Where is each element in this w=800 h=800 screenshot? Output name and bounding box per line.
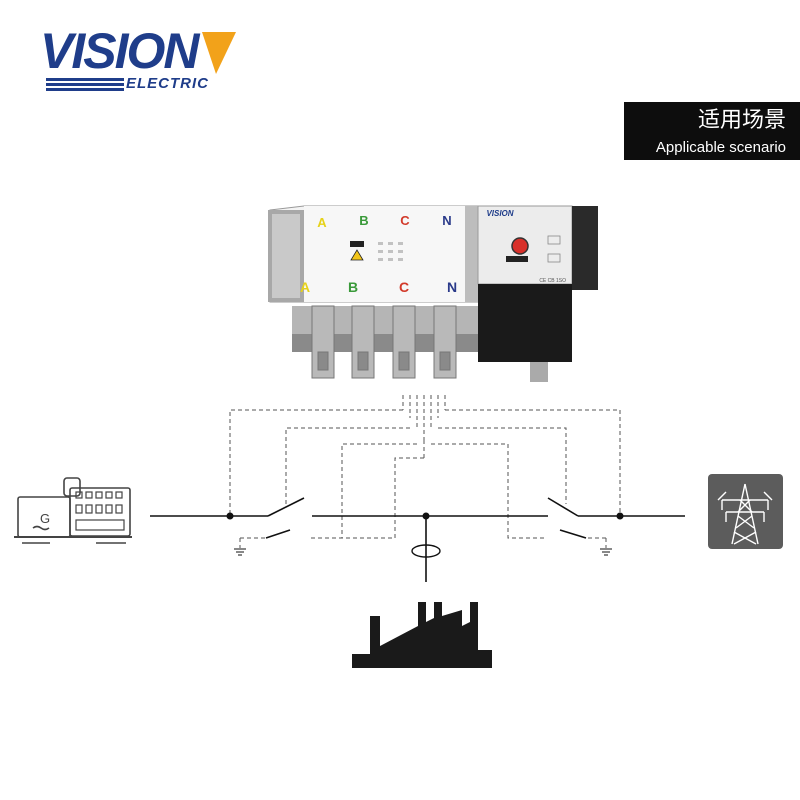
phase-label-top: A — [317, 215, 327, 230]
phase-label-bottom: A — [300, 279, 310, 295]
scenario-title-cn: 适用场景 — [697, 108, 786, 133]
logo-subtitle-text: ELECTRIC — [126, 75, 209, 92]
power-tower-icon — [708, 474, 783, 549]
phase-label-bottom: N — [447, 279, 457, 295]
phase-label-top: N — [442, 213, 451, 228]
factory-icon — [352, 602, 492, 668]
wiring-solid — [150, 497, 685, 582]
terminals — [311, 305, 457, 379]
ats-device: A B C N A B C N VISION CE CB 1SO — [268, 205, 598, 382]
phase-label-top: C — [400, 213, 410, 228]
controller-marks: CE CB 1SO — [539, 278, 566, 284]
scenario-title-en: Applicable scenario — [655, 139, 786, 156]
brand-logo: VISION ELECTRIC — [40, 26, 240, 100]
current-transformer-icon — [411, 544, 441, 558]
logo-stripes — [46, 78, 124, 91]
phase-label-bottom: C — [399, 279, 409, 295]
wiring-dashed — [229, 395, 621, 548]
ground-icon — [234, 548, 246, 556]
generator-icon: G — [14, 477, 132, 544]
ground-icon — [600, 548, 612, 556]
junctions — [226, 512, 624, 520]
phase-label-top: B — [359, 213, 368, 228]
logo-brand-text: VISION — [40, 23, 199, 79]
controller-brand: VISION — [486, 209, 513, 218]
svg-text:G: G — [40, 511, 50, 526]
scenario-tag: 适用场景 Applicable scenario — [624, 102, 800, 160]
phase-label-bottom: B — [348, 279, 358, 295]
logo-accent — [202, 32, 236, 74]
